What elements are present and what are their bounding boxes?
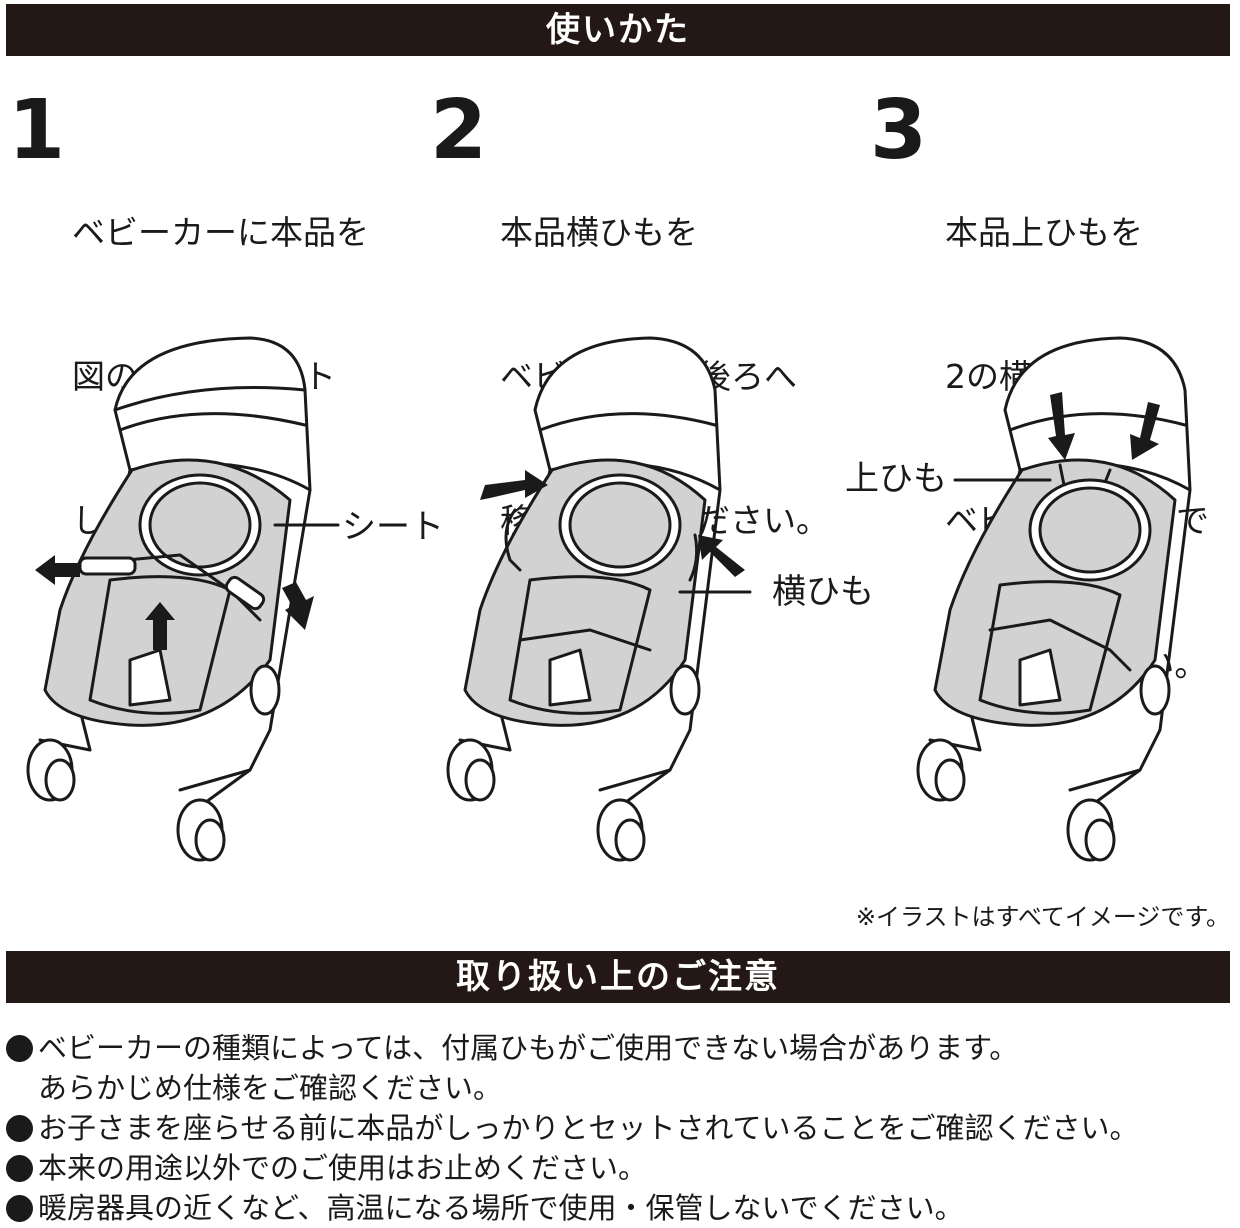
bullet-dot-icon	[6, 1155, 33, 1182]
usage-header: 使いかた	[6, 4, 1230, 56]
caution-item-subtext: あらかじめ仕様をご確認ください。	[38, 1071, 503, 1105]
caution-item-text: 暖房器具の近くなど、高温になる場所で使用・保管しないでください。	[38, 1191, 964, 1225]
step-2-number: 2	[430, 83, 488, 178]
caution-item-text: お子さまを座らせる前に本品がしっかりとセットされていることをご確認ください。	[38, 1111, 1139, 1145]
caution-item: ベビーカーの種類によっては、付属ひもがご使用できない場合があります。 あらかじめ…	[6, 1028, 1236, 1108]
caution-item: 暖房器具の近くなど、高温になる場所で使用・保管しないでください。	[6, 1188, 1236, 1228]
step-1-number: 1	[8, 83, 66, 178]
bullet-dot-icon	[6, 1035, 33, 1062]
side-strap-callout: 横ひも	[772, 572, 874, 612]
caution-header: 取り扱い上のご注意	[6, 951, 1230, 1003]
stroller-illustration-3	[916, 336, 1192, 862]
seat-callout: シート	[342, 507, 444, 547]
step-3-number: 3	[870, 83, 928, 178]
arrow-icon	[1048, 392, 1160, 460]
bullet-dot-icon	[6, 1115, 33, 1142]
bullet-dot-icon	[6, 1195, 33, 1222]
arrow-icon	[35, 555, 314, 650]
step-1-line-1: ベビーカーに本品を	[72, 213, 369, 252]
illustration-note: ※イラストはすべてイメージです。	[855, 903, 1230, 931]
stroller-illustration-2	[446, 336, 752, 862]
caution-item-text: ベビーカーの種類によっては、付属ひもがご使用できない場合があります。	[38, 1031, 1019, 1065]
step-2-line-1: 本品横ひもを	[500, 213, 698, 252]
arrow-icon	[480, 470, 745, 577]
caution-list: ベビーカーの種類によっては、付属ひもがご使用できない場合があります。 あらかじめ…	[6, 1028, 1236, 1228]
caution-item-text: 本来の用途以外でのご使用はお止めください。	[38, 1151, 648, 1185]
step-3-line-1: 本品上ひもを	[945, 213, 1143, 252]
caution-item: お子さまを座らせる前に本品がしっかりとセットされていることをご確認ください。	[6, 1108, 1236, 1148]
caution-item: 本来の用途以外でのご使用はお止めください。	[6, 1148, 1236, 1188]
top-strap-callout: 上ひも	[845, 459, 947, 499]
stroller-illustration-1	[26, 336, 340, 862]
